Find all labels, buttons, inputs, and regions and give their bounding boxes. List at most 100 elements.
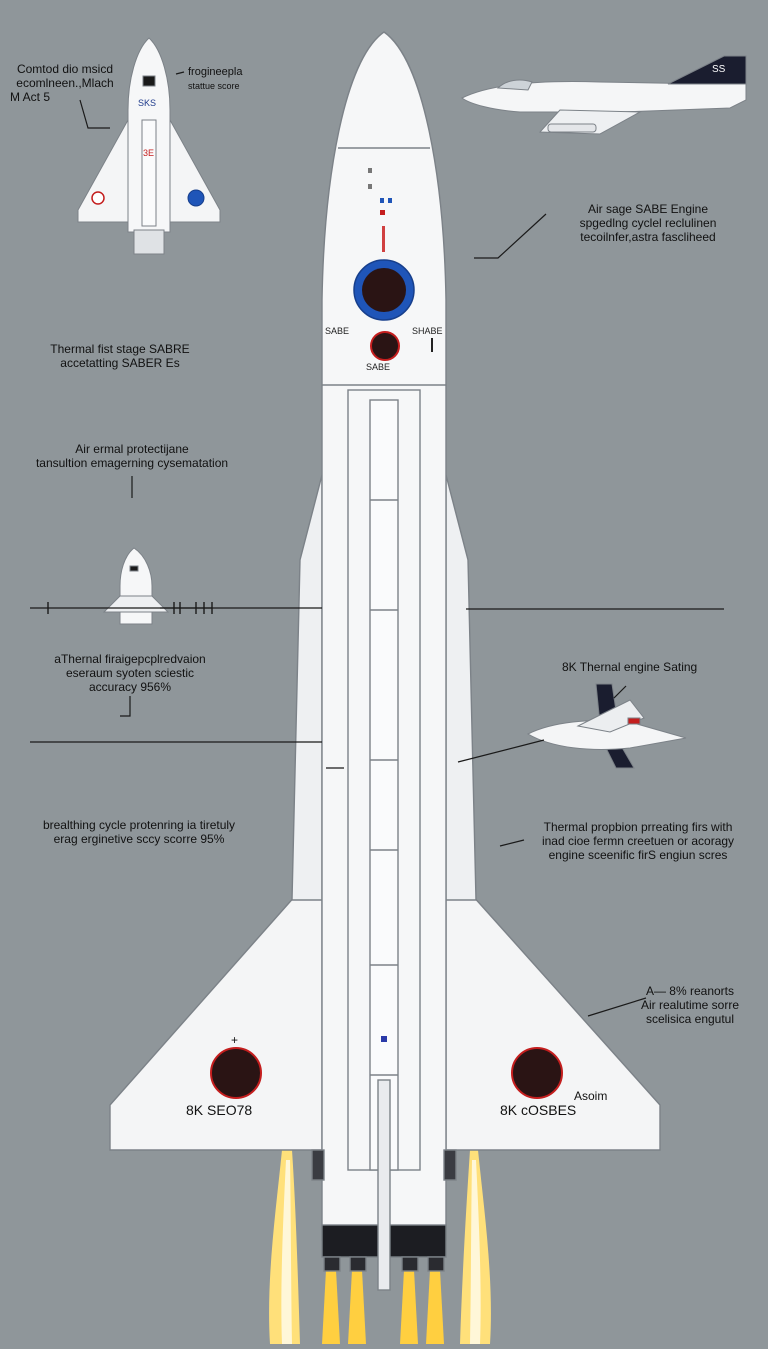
jet-top-canopy <box>496 79 533 91</box>
label-left-air-line1: Air ermal protectijane <box>75 442 189 456</box>
flame-main-4 <box>426 1270 444 1344</box>
blue-emblem-core <box>362 268 406 312</box>
nose-window-2 <box>368 184 372 189</box>
wing-roundels: + 8K SEO78 8K cOSBES Asoim <box>186 1033 607 1118</box>
mini-shuttle-engines <box>133 229 165 255</box>
leader-left-lower <box>120 696 131 717</box>
mini-shuttle-red-mark: 3E <box>143 148 154 158</box>
cargo-bay-inner <box>369 399 399 1171</box>
capsule-wings <box>102 595 170 613</box>
left-strake <box>291 474 323 901</box>
capsule-body <box>119 547 153 625</box>
jet-top-pod <box>547 123 597 133</box>
label-left-lower: aThernal firaigepcplredvaion eseraum syo… <box>32 652 228 694</box>
leader-top-left <box>79 99 110 129</box>
label-right-lower-line2: inad cioe fermn creetuen or acoragy <box>541 834 735 848</box>
label-top-left: Comtod dio msicd ecomlneen.,Mlach M Act … <box>10 62 120 104</box>
label-left-thermal-line2: accetatting SABER Es <box>60 356 180 370</box>
leader-right-mid <box>613 685 627 699</box>
label-top-left-line1: Comtod dio msicd <box>16 62 114 76</box>
jet-mid-fuselage <box>526 720 687 750</box>
right-roundel <box>511 1047 563 1099</box>
right-wing-text: 8K cOSBES <box>500 1102 576 1118</box>
flame-main-3 <box>400 1270 418 1344</box>
label-left-lower-line1: aThernal firaigepcplredvaion <box>54 652 206 666</box>
left-wing-text: 8K SEO78 <box>186 1102 252 1118</box>
nose-flag-1 <box>380 198 384 203</box>
engine-flames <box>269 1150 491 1344</box>
label-left-thermal-line1: Thermal fist stage SABRE <box>50 342 190 356</box>
axis-ticks <box>47 602 213 614</box>
mini-shuttle-spine <box>141 119 157 227</box>
right-wing-small-text: Asoim <box>574 1089 607 1103</box>
label-left-air: Air ermal protectijane tansultion emager… <box>14 442 250 470</box>
nozzle-2 <box>349 1256 367 1272</box>
label-right-upper: Air sage SABE Engine spgedlng cyclel rec… <box>548 202 748 244</box>
label-left-bottom-line1: brealthing cycle protenring ia tiretuly <box>42 818 236 832</box>
nose-window-1 <box>368 168 372 173</box>
flame-left-core <box>281 1160 292 1344</box>
nose-details: SABE SHABE SABE <box>325 168 443 1042</box>
label-left-bottom: brealthing cycle protenring ia tiretuly … <box>14 818 264 846</box>
tail-spine <box>377 1079 391 1291</box>
label-top-left-line2: ecomlneen.,Mlach <box>16 76 114 90</box>
right-strake <box>445 474 477 901</box>
left-roundel-plus: + <box>231 1033 238 1047</box>
nose-tick <box>431 338 433 352</box>
label-left-thermal: Thermal fist stage SABRE accetatting SAB… <box>30 342 210 370</box>
flame-right-core <box>470 1160 481 1344</box>
label-right-lower-line3: engine sceenific firS engiun scres <box>548 848 728 862</box>
flame-main-1 <box>322 1270 340 1344</box>
nose-label-center: SABE <box>366 362 390 372</box>
label-right-bottom: A— 8% reanorts Air realutime sorre sceli… <box>620 984 760 1026</box>
mini-shuttle-cockpit <box>142 75 156 87</box>
label-right-mid-line1: 8K Thernal engine Sating <box>562 660 698 674</box>
label-left-bottom-line2: erag erginetive sccy scorre 95% <box>53 832 225 846</box>
jet-top-tail <box>667 55 747 85</box>
nozzle-3 <box>401 1256 419 1272</box>
label-right-bottom-line2: Air realutime sorre <box>640 998 740 1012</box>
leader-right-lower <box>499 839 525 847</box>
label-left-lower-line3: accuracy 956% <box>88 680 172 694</box>
label-right-mid: 8K Thernal engine Sating <box>562 660 697 674</box>
label-right-upper-line1: Air sage SABE Engine <box>587 202 709 216</box>
nozzle-4 <box>427 1256 445 1272</box>
nose-flag-red <box>380 210 385 215</box>
jet-mid-red-tip <box>627 717 641 725</box>
left-roundel <box>210 1047 262 1099</box>
flame-main-2 <box>348 1270 366 1344</box>
label-top-mini-line2: stattue score <box>188 81 240 91</box>
leader-jet-mid <box>457 739 545 763</box>
blue-dot <box>381 1036 387 1042</box>
mini-shuttle-mark: SKS <box>138 98 156 108</box>
label-right-bottom-line3: scelisica engutul <box>645 1012 735 1026</box>
right-pod <box>443 1149 457 1181</box>
jet-mid-right <box>526 683 687 769</box>
label-left-air-line2: tansultion emagerning cysematation <box>35 456 229 470</box>
label-right-lower: Thermal propbion prreating firs with ina… <box>528 820 748 862</box>
nose-label-left: SABE <box>325 326 349 336</box>
red-emblem <box>370 331 400 361</box>
jet-top-right <box>461 55 747 135</box>
leader-top-mini <box>175 71 185 75</box>
nozzle-1 <box>323 1256 341 1272</box>
leader-right-bottom <box>587 997 647 1017</box>
leader-right-upper <box>474 213 547 259</box>
label-right-upper-line2: spgedlng cyclel reclulinen <box>579 216 717 230</box>
label-left-lower-line2: eseraum syoten sciestic <box>65 666 195 680</box>
left-pod <box>311 1149 325 1181</box>
label-top-mini-line1: frogineepla <box>188 66 243 78</box>
label-right-upper-line3: tecoilnfer,astra fascliheed <box>580 230 716 244</box>
nose-red-stripe <box>382 226 385 252</box>
mini-capsule <box>102 547 170 625</box>
label-right-bottom-line1: A— 8% reanorts <box>645 984 735 998</box>
mini-shuttle <box>77 37 221 255</box>
capsule-window <box>129 565 139 572</box>
mini-shuttle-left-logo <box>91 191 105 205</box>
nose-label-right: SHABE <box>412 326 443 336</box>
leader-lines <box>30 71 724 1017</box>
nose-flag-2 <box>388 198 392 203</box>
jet-top-tail-text: SS <box>712 64 726 75</box>
